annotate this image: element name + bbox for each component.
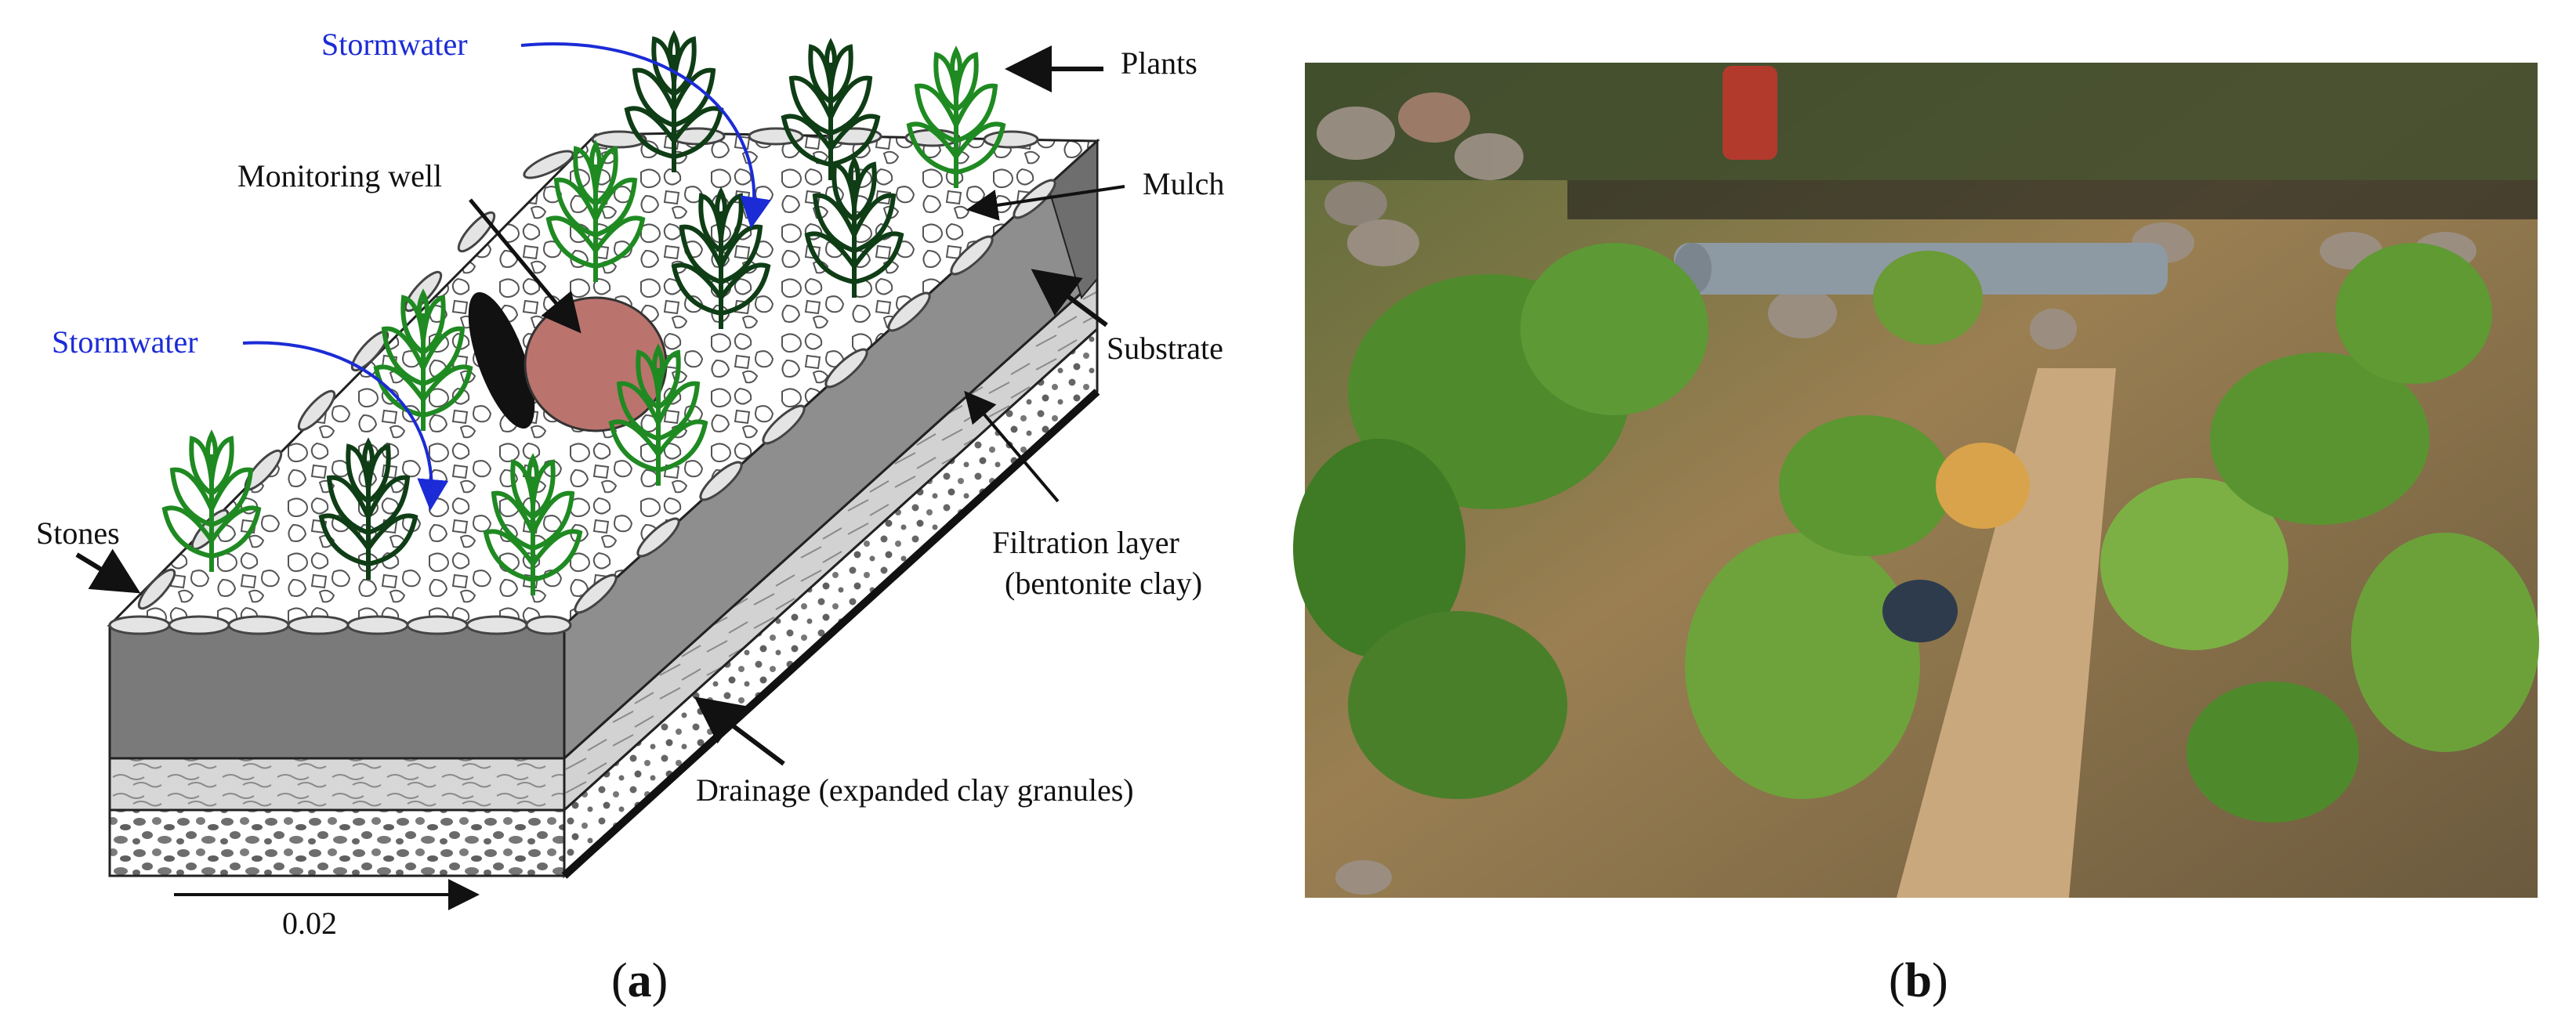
mulch-label: Mulch [1143, 166, 1224, 201]
slope-label: 0.02 [282, 906, 337, 941]
substrate-layer-front [108, 624, 566, 760]
stormwater-label-left: Stormwater [52, 324, 198, 360]
monitoring-well-top [524, 296, 668, 432]
stones-label: Stones [36, 515, 120, 551]
stones-front-edge [108, 615, 572, 635]
photo-red-object [1723, 66, 1777, 160]
drainage-label: Drainage (expanded clay granules) [696, 772, 1134, 808]
panel-a: Stormwater Stormwater Plants Mulch Monit… [36, 27, 1224, 1007]
monitoring-well-pointer [469, 198, 582, 334]
mulch-pointer [966, 185, 1125, 221]
photo-well-cap [1882, 580, 1958, 642]
filtration-label-line2: (bentonite clay) [1005, 566, 1202, 601]
caption-b: (b) [1889, 954, 1948, 1007]
monitoring-well-label: Monitoring well [237, 158, 442, 193]
photo-path [1897, 368, 2116, 898]
monitoring-well-pipe [468, 291, 535, 429]
stormwater-arrow-top [520, 42, 771, 229]
photo-back-strip [1567, 180, 2538, 219]
caption-a: (a) [611, 954, 668, 1007]
stones-side-edge [574, 179, 1056, 614]
plants-label: Plants [1121, 45, 1197, 81]
filtration-label-line1: Filtration layer [992, 525, 1179, 560]
stormwater-label-top: Stormwater [321, 27, 468, 62]
stormwater-arrow-left [242, 341, 449, 511]
drainage-layer-front [108, 808, 566, 877]
drainage-pointer [694, 696, 785, 766]
filtration-layer-front [108, 757, 566, 812]
stones-back-edge [137, 127, 1039, 610]
panel-b: (b) [1293, 63, 2539, 1007]
substrate-pointer [1031, 269, 1108, 327]
drainage-edge [561, 389, 1100, 879]
filtration-pointer [964, 390, 1060, 503]
photo-foliage [1293, 243, 2539, 823]
stones-pointer [75, 548, 141, 594]
substrate-label: Substrate [1107, 331, 1223, 366]
